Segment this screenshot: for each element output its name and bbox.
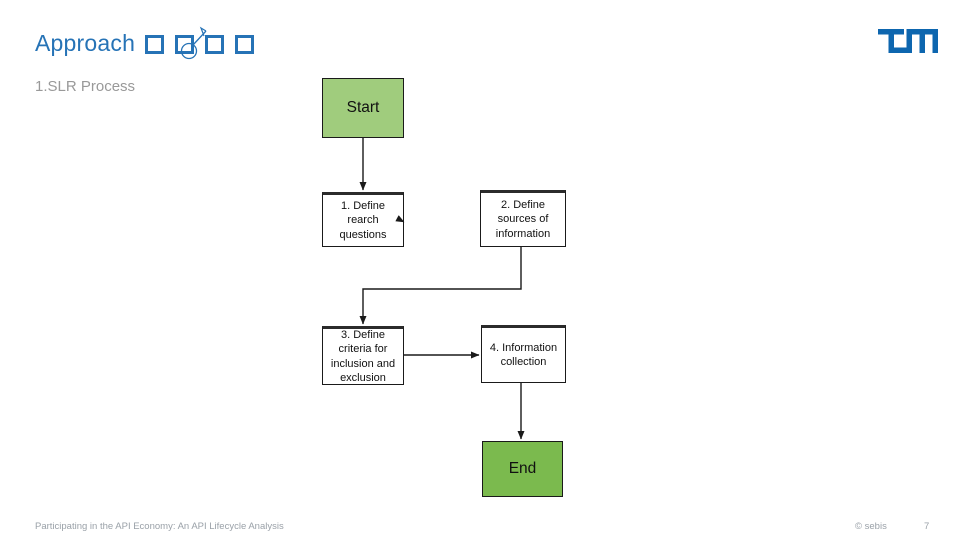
flowchart-node-step4: 4. Information collection [481,325,566,383]
slide-subtitle: 1.SLR Process [35,78,136,95]
tum-logo [878,29,938,53]
missing-glyph-boxes [145,35,255,54]
slide-title-row: Approach [35,30,255,57]
flowchart-node-step1: 1. Define rearch questions [322,192,404,247]
flowchart-node-start: Start [322,78,404,138]
footer-title: Participating in the API Economy: An API… [35,521,284,532]
page-title: Approach [35,30,136,56]
missing-glyph-box [235,35,255,54]
missing-glyph-box [205,35,225,54]
flowchart-node-step3: 3. Define criteria for inclusion and exc… [322,326,404,385]
edge-step2-step3 [359,247,522,325]
flowchart-node-end: End [482,441,563,497]
missing-glyph-box [145,35,165,54]
missing-glyph-box [175,35,195,54]
footer-page-number: 7 [924,521,930,532]
footer-copyright: © sebis [855,521,887,532]
flowchart-node-step2: 2. Define sources of information [480,190,566,247]
